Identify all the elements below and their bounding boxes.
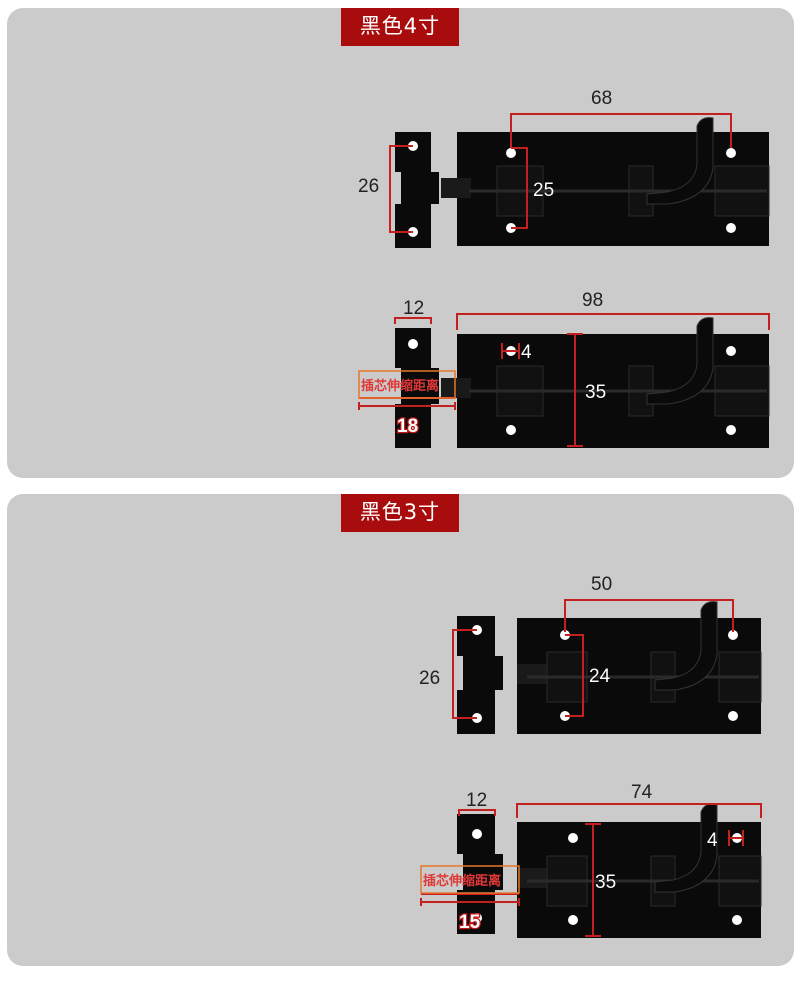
section-title: 黑色3寸 <box>341 494 459 532</box>
dimension-lines-bottom <box>420 803 762 937</box>
bolt-plate-bottom <box>441 317 770 448</box>
width-label-50: 50 <box>591 574 612 595</box>
keeper-width-label-12: 12 <box>403 298 424 319</box>
keeper-height-label-26: 26 <box>419 668 440 689</box>
keeper-height-label-26: 26 <box>358 176 379 197</box>
bolt-height-label-24: 24 <box>589 666 611 687</box>
diagram-4in: 68 26 25 12 <box>358 88 770 448</box>
bolt-plate-top <box>441 117 770 246</box>
keeper-plate-bottom <box>395 328 439 448</box>
section-title: 黑色4寸 <box>341 8 459 46</box>
hole-label-4: 4 <box>521 342 532 363</box>
keeper-plate-bottom <box>457 814 503 934</box>
height-label-35: 35 <box>595 872 616 893</box>
stroke-caption: 插芯伸缩距离 <box>423 873 501 889</box>
stroke-caption: 插芯伸缩距离 <box>361 378 439 394</box>
total-length-label-98: 98 <box>582 290 603 311</box>
bolt-height-label-25: 25 <box>533 180 554 201</box>
stroke-label-15: 15 <box>459 912 481 933</box>
dimension-lines-top <box>389 113 732 233</box>
keeper-plate-top <box>395 132 439 248</box>
stroke-caption-box <box>358 370 456 399</box>
keeper-width-label-12: 12 <box>466 790 487 811</box>
stroke-caption-box <box>420 865 520 894</box>
total-length-label-74: 74 <box>631 782 653 803</box>
panel-4in: 黑色4寸 68 26 25 <box>7 8 794 478</box>
dimension-lines-top <box>452 599 734 719</box>
bolt-plate-top <box>517 601 762 734</box>
bolt-plate-bottom <box>517 803 762 938</box>
width-label-68: 68 <box>591 88 612 109</box>
stroke-label-18: 18 <box>397 416 418 437</box>
height-label-35: 35 <box>585 382 606 403</box>
panel-3in: 黑色3寸 50 26 24 <box>7 494 794 966</box>
hole-label-4: 4 <box>707 830 718 851</box>
diagram-3in: 50 26 24 12 <box>419 574 762 938</box>
keeper-plate-top <box>457 616 503 734</box>
